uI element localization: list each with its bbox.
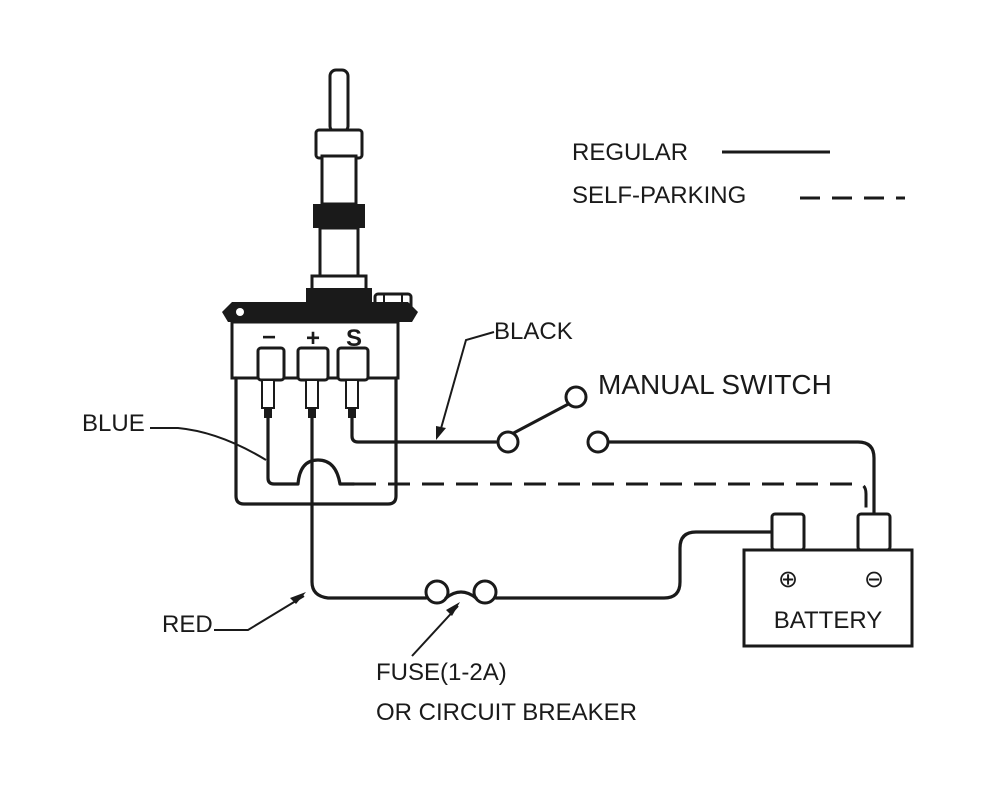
fuse-element: [444, 590, 478, 600]
blue-leader: [150, 427, 267, 461]
motor-mounting-plate: [222, 302, 418, 322]
blue-wire: [266, 416, 356, 486]
manual-switch-label: MANUAL SWITCH: [598, 369, 832, 400]
legend: REGULAR SELF-PARKING: [572, 139, 905, 209]
motor-shaft-base: [306, 288, 372, 306]
red-wire-label: RED: [162, 611, 213, 638]
fuse-contact-left: [424, 579, 450, 605]
red-leader: [214, 595, 305, 631]
motor-shaft-collar: [314, 128, 364, 160]
legend-self-parking-label: SELF-PARKING: [572, 182, 746, 209]
motor-shaft-band: [313, 204, 365, 228]
terminal-plus-label: +: [306, 325, 320, 352]
battery-label: BATTERY: [774, 607, 882, 634]
manual-switch-contact-left: [496, 430, 520, 454]
fuse: [424, 579, 498, 605]
blue-wire-label: BLUE: [82, 410, 145, 437]
fuse-label-line1: FUSE(1-2A): [376, 659, 507, 686]
battery: ⊕ ⊖ BATTERY: [742, 512, 914, 648]
fuse-to-battery-wire: [494, 530, 774, 600]
self-parking-wire: [354, 482, 868, 514]
terminal-s-post: [336, 346, 370, 382]
legend-regular-label: REGULAR: [572, 139, 688, 166]
battery-body: [742, 548, 914, 648]
motor-shaft-lower: [318, 226, 360, 280]
battery-negative-post: [856, 512, 892, 552]
switch-to-battery-wire: [606, 440, 876, 516]
black-wire: [350, 416, 498, 444]
battery-positive-symbol: ⊕: [778, 566, 798, 593]
fuse-contact-right: [472, 579, 498, 605]
terminal-minus-label: −: [262, 324, 276, 351]
motor-shaft-body: [320, 154, 358, 206]
battery-negative-symbol: ⊖: [864, 566, 884, 593]
terminal-s-label: S: [346, 325, 362, 352]
motor-housing: [234, 376, 398, 506]
motor-shaft-tip: [328, 68, 350, 134]
terminal-plus-post: [296, 346, 330, 382]
manual-switch-blade: [507, 398, 577, 438]
manual-switch-contact-right: [586, 430, 610, 454]
terminal-minus-post: [256, 346, 286, 382]
manual-switch-contact-top: [564, 385, 588, 409]
black-leader: [439, 331, 495, 433]
fuse-label-line2: OR CIRCUIT BREAKER: [376, 699, 637, 726]
battery-positive-post: [770, 512, 806, 552]
black-wire-label: BLACK: [494, 318, 573, 345]
motor-shaft-nut: [310, 274, 368, 292]
red-wire: [310, 416, 428, 600]
manual-switch: MANUAL SWITCH: [496, 369, 832, 454]
wiper-motor: − + S: [222, 68, 418, 506]
